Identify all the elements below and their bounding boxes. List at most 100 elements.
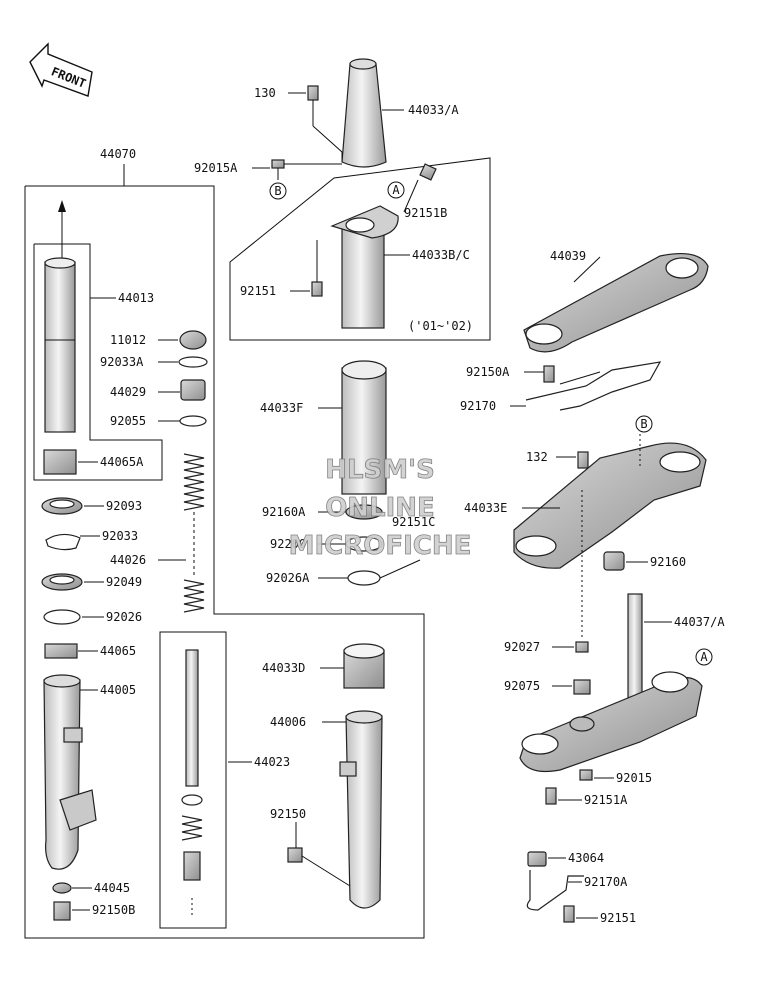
label-92033: 92033 [102, 529, 138, 543]
label-44039: 44039 [550, 249, 586, 263]
label-92055: 92055 [110, 414, 146, 428]
spring-44026-icon [183, 453, 205, 613]
label-92026A: 92026A [266, 571, 310, 585]
label-92075: 92075 [504, 679, 540, 693]
label-44033BC: 44033B/C [412, 248, 470, 262]
watermark: HLSM'S ONLINE MICROFICHE [288, 455, 472, 562]
label-44033D: 44033D [262, 661, 305, 675]
label-92150B: 92150B [92, 903, 135, 917]
upper-cover-part [341, 58, 387, 168]
label-92150A: 92150A [466, 365, 510, 379]
watermark-line-1: HLSM'S [325, 455, 435, 485]
label-92151A: 92151A [584, 793, 628, 807]
oring-92055-icon [179, 415, 207, 427]
label-92200: 92200 [270, 537, 306, 551]
label-92150: 92150 [270, 807, 306, 821]
svg-text:B: B [274, 184, 281, 198]
clamp-92026A-icon [347, 559, 421, 586]
label-132: 132 [526, 450, 548, 464]
label-92160A: 92160A [262, 505, 306, 519]
label-44037A: 44037/A [674, 615, 725, 629]
collar-92075-icon [573, 679, 591, 695]
bolt-92150B-icon [53, 901, 71, 921]
steering-stem-44037A-part [519, 593, 703, 773]
outer-tube-44006-part [339, 710, 383, 909]
label-44005: 44005 [100, 683, 136, 697]
seal-92093-icon [41, 497, 83, 515]
circle-ref-b-top: B [269, 182, 287, 200]
label-92151-bottom: 92151 [600, 911, 636, 925]
label-44070: 44070 [100, 147, 136, 161]
label-44033A: 44033/A [408, 103, 459, 117]
label-92027: 92027 [504, 640, 540, 654]
bushing-44065-icon [44, 643, 78, 659]
label-44033E: 44033E [464, 501, 507, 515]
label-43064: 43064 [568, 851, 604, 865]
bracket-92170-part [525, 361, 662, 411]
damper-rod-box [159, 631, 227, 929]
label-92170: 92170 [460, 399, 496, 413]
circle-ref-a-top: A [387, 181, 405, 199]
upper-cover-44033F-part [341, 360, 387, 495]
label-44029: 44029 [110, 385, 146, 399]
cap-92160-icon [603, 551, 625, 571]
collar-44033D-part [343, 643, 385, 689]
cartridge-box [33, 243, 163, 481]
label-130: 130 [254, 86, 276, 100]
label-44013: 44013 [118, 291, 154, 305]
bolt-92151A-icon [545, 787, 557, 805]
washer-92026-icon [43, 609, 81, 625]
leader-lines [72, 92, 672, 919]
label-92049: 92049 [106, 575, 142, 589]
watermark-line-2: ONLINE [325, 493, 435, 523]
label-44065: 44065 [100, 644, 136, 658]
damper-rod-44023-part [181, 649, 203, 918]
label-44026: 44026 [110, 553, 146, 567]
adjuster-44029-icon [180, 379, 206, 401]
cap-11012-icon [179, 330, 207, 350]
lower-cover-part [330, 205, 399, 329]
label-92170A: 92170A [584, 875, 628, 889]
label-11012: 11012 [110, 333, 146, 347]
label-92015A: 92015A [194, 161, 238, 175]
washer-44045-icon [52, 882, 72, 894]
circle-ref-b-right: B [635, 415, 653, 433]
bolt-92151-top-icon [311, 240, 323, 297]
fork-assembly-box [24, 185, 425, 939]
label-92033A: 92033A [100, 355, 144, 369]
collar-92027-icon [575, 641, 589, 653]
outer-tube-44005-part [43, 674, 97, 870]
label-44033F: 44033F [260, 401, 303, 415]
clip-92033-icon [45, 533, 81, 551]
arrow-up-icon [58, 200, 66, 212]
upper-bracket-44039-part [523, 253, 709, 353]
label-44023: 44023 [254, 755, 290, 769]
top-cover-box [229, 157, 491, 341]
label-92151C: 92151C [392, 515, 435, 529]
bolt-92151B-icon [403, 163, 437, 213]
label-44006: 44006 [270, 715, 306, 729]
bolt-92151-bottom-icon [563, 905, 575, 923]
bushing-44065A-icon [43, 449, 77, 475]
label-92026: 92026 [106, 610, 142, 624]
svg-text:A: A [392, 183, 400, 197]
year-note: ('01~'02) [408, 319, 473, 333]
front-arrow-icon: FRONT [29, 42, 93, 97]
clamp-44033E-part [513, 442, 707, 569]
seal-92049-icon [41, 573, 83, 591]
label-92151B: 92151B [404, 206, 447, 220]
svg-text:A: A [700, 650, 708, 664]
clip-92170A-part [526, 870, 584, 911]
grommet-43064-icon [527, 851, 547, 867]
label-44045: 44045 [94, 881, 130, 895]
label-92160: 92160 [650, 555, 686, 569]
label-92151-top: 92151 [240, 284, 276, 298]
collar-92015-icon [579, 769, 593, 781]
watermark-line-3: MICROFICHE [289, 531, 472, 561]
bolt-132-icon [577, 451, 589, 469]
part-labels: 130 44033/A 92015A 44070 92151B 44033B/C… [92, 86, 725, 925]
bolt-92150A-icon [543, 365, 555, 383]
label-92015: 92015 [616, 771, 652, 785]
